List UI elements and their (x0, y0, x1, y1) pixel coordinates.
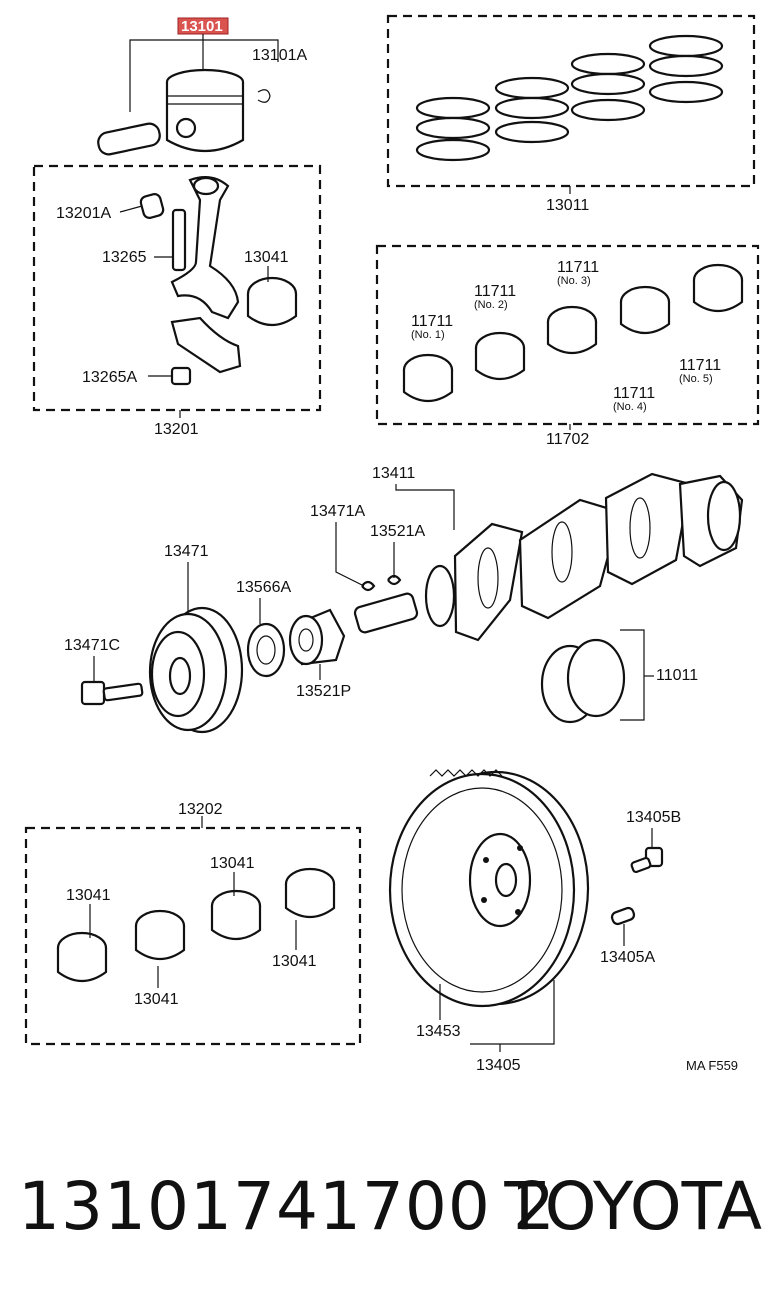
sublabel-no2: (No. 2) (474, 299, 508, 311)
label-13202: 13202 (178, 801, 223, 818)
figure-code: MA F559 (686, 1058, 738, 1073)
part-number: 13101741700 2 (18, 1168, 556, 1245)
brand-name: TOYOTA (504, 1168, 762, 1245)
label-13521P: 13521P (296, 683, 351, 700)
sublabel-no3: (No. 3) (557, 275, 591, 287)
label-13566A: 13566A (236, 579, 291, 596)
pulley-bolt (80, 680, 144, 706)
rod-bearings-box (24, 826, 362, 1046)
oil-seal (246, 622, 286, 678)
label-11711-no4: 11711 (613, 385, 655, 402)
label-13411: 13411 (372, 465, 415, 482)
sublabel-no1: (No. 1) (411, 329, 445, 341)
rod-bearing (246, 276, 298, 327)
label-13101A: 13101A (252, 47, 307, 64)
label-13471: 13471 (164, 543, 209, 560)
conrod-box (32, 164, 322, 412)
label-13041-rod: 13041 (244, 249, 289, 266)
label-13041-c: 13041 (210, 855, 255, 872)
rings-box (386, 14, 756, 188)
label-13265A: 13265A (82, 369, 137, 386)
connecting-rod (139, 175, 242, 386)
piston-assembly: 13101 (97, 17, 279, 156)
label-13471C: 13471C (64, 637, 120, 654)
crank-pulley (148, 606, 244, 734)
label-11711-no2: 11711 (474, 283, 516, 300)
label-13405B: 13405B (626, 809, 681, 826)
label-13405A: 13405A (600, 949, 655, 966)
timing-sprocket (288, 608, 346, 666)
piston-rings (415, 34, 724, 162)
flywheel-pin (610, 906, 636, 926)
main-bearings-box (375, 244, 760, 426)
label-11711-no3: 11711 (557, 259, 599, 276)
label-11011: 11011 (656, 667, 698, 684)
label-11711-no1: 11711 (411, 313, 453, 330)
sublabel-no4: (No. 4) (613, 401, 647, 413)
label-13471A: 13471A (310, 503, 365, 520)
label-13041-a: 13041 (66, 887, 111, 904)
flywheel (388, 769, 590, 1008)
crankshaft (353, 472, 744, 642)
label-13405: 13405 (476, 1057, 521, 1074)
label-13265: 13265 (102, 249, 147, 266)
label-13521A: 13521A (370, 523, 425, 540)
highlighted-part-label[interactable]: 13101 (181, 18, 223, 35)
label-13201: 13201 (154, 421, 199, 438)
thrust-washers (540, 638, 626, 724)
label-11702: 11702 (546, 431, 589, 448)
main-bearings (402, 263, 744, 403)
label-11711-no5: 11711 (679, 357, 721, 374)
flywheel-bolt (630, 846, 664, 874)
footer: 13101741700 2 TOYOTA (0, 1168, 776, 1268)
sublabel-no5: (No. 5) (679, 373, 713, 385)
label-13453: 13453 (416, 1023, 461, 1040)
label-13041-d: 13041 (272, 953, 317, 970)
label-13201A: 13201A (56, 205, 111, 222)
parts-diagram: 13101 13101A 13011 (24, 14, 760, 1074)
label-13011: 13011 (546, 197, 589, 214)
label-13041-b: 13041 (134, 991, 179, 1008)
rod-bearing-set (56, 867, 336, 983)
